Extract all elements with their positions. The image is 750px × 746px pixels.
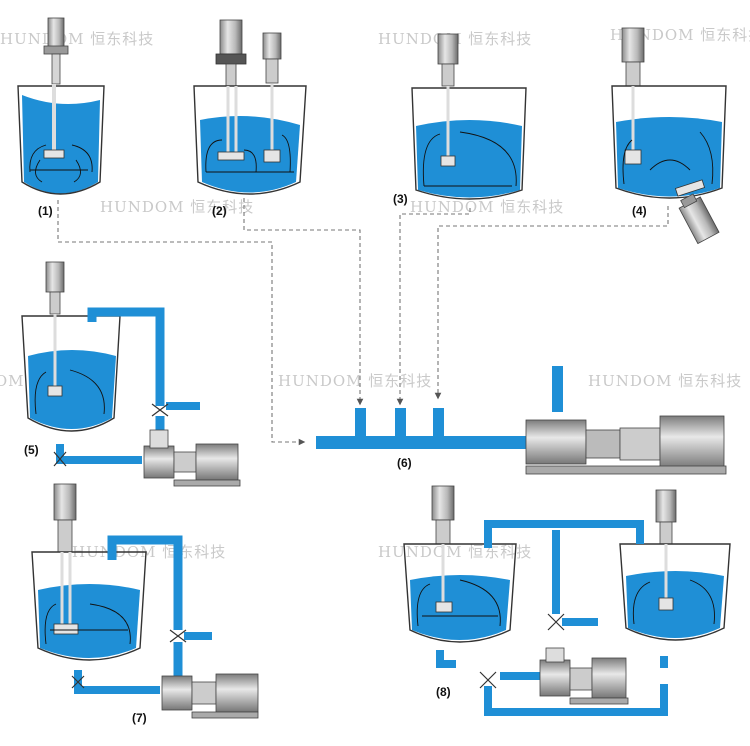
tank-3-vessel (411, 87, 527, 200)
label-8: (8) (436, 685, 451, 699)
valve-icon (151, 403, 169, 417)
watermark-text: HUNDOM 恒东科技 (610, 26, 750, 44)
tank-5-liquid (28, 350, 116, 429)
tank-7-vessel (31, 551, 147, 661)
tank-2: (2) (193, 19, 307, 218)
valve-icon (169, 629, 187, 643)
tank-4-bottom-motor (678, 193, 720, 245)
tank-5-bottom-pipe (56, 444, 142, 464)
valve-icon (547, 613, 565, 631)
system-8-top-pipe (484, 520, 644, 548)
label-7: (7) (132, 711, 147, 725)
label-4: (4) (632, 204, 647, 218)
mixer-6-manifold-pipe (316, 436, 526, 449)
tank-5-vessel (21, 315, 121, 432)
tank-7: (7) (31, 483, 259, 725)
tank-8a-vessel (403, 543, 517, 643)
pump-5 (143, 429, 241, 487)
valve-icon (479, 671, 497, 689)
watermark-text: HUNDOM 恒东科技 (588, 372, 742, 390)
tank-4-vessel (611, 85, 727, 199)
pump-8 (539, 647, 629, 705)
tank-3: (3) (393, 33, 527, 206)
label-5: (5) (24, 443, 39, 457)
mixer-6-motor (659, 415, 725, 469)
tank-2-vessel (193, 85, 307, 195)
watermarks: HUNDOM 恒东科技 HUNDOM 恒东科技 HUNDOM 恒东科技 HUND… (0, 26, 750, 561)
tank-1-liquid (22, 95, 100, 194)
label-2: (2) (212, 204, 227, 218)
label-3: (3) (393, 192, 408, 206)
watermark-text: HUNDOM 恒东科技 (410, 198, 564, 216)
label-1: (1) (38, 204, 53, 218)
tank-8a-liquid (410, 575, 510, 640)
tank-4: (4) (611, 27, 727, 245)
tank-1: (1) (17, 17, 105, 218)
tank-5-return-pipe (87, 307, 165, 406)
tank-5: (5) (21, 261, 241, 487)
tank-7-liquid (38, 584, 140, 658)
tank-3-liquid (416, 120, 522, 198)
watermark-text: HUNDOM 恒东科技 (278, 372, 432, 390)
tank-1-vessel (17, 85, 105, 195)
tank-1-impeller (43, 149, 65, 159)
watermark-text: HUNDOM 恒东科技 (0, 30, 154, 48)
tank-8b-liquid (626, 571, 724, 638)
dashed-flow-lines (57, 198, 669, 446)
watermark-text: HUNDOM 恒东科技 (378, 543, 532, 561)
system-8-bottom-pipe (484, 684, 668, 716)
mixer-6-inlet-pipe (552, 366, 563, 412)
tank-2-liquid (200, 116, 300, 193)
inline-mixer-6: (6) (316, 366, 727, 475)
watermark-text: HUNDOM 恒东科技 (100, 198, 254, 216)
tank-7-bottom-pipe (74, 670, 160, 694)
label-6: (6) (397, 456, 412, 470)
tank-4-liquid (616, 117, 722, 197)
system-8: (8) (403, 485, 731, 716)
tank-7-return-pipe (107, 535, 183, 630)
tank-8b-vessel (619, 543, 731, 641)
valve-icon (71, 675, 85, 689)
valve-icon (53, 451, 67, 467)
pump-7 (161, 673, 259, 719)
